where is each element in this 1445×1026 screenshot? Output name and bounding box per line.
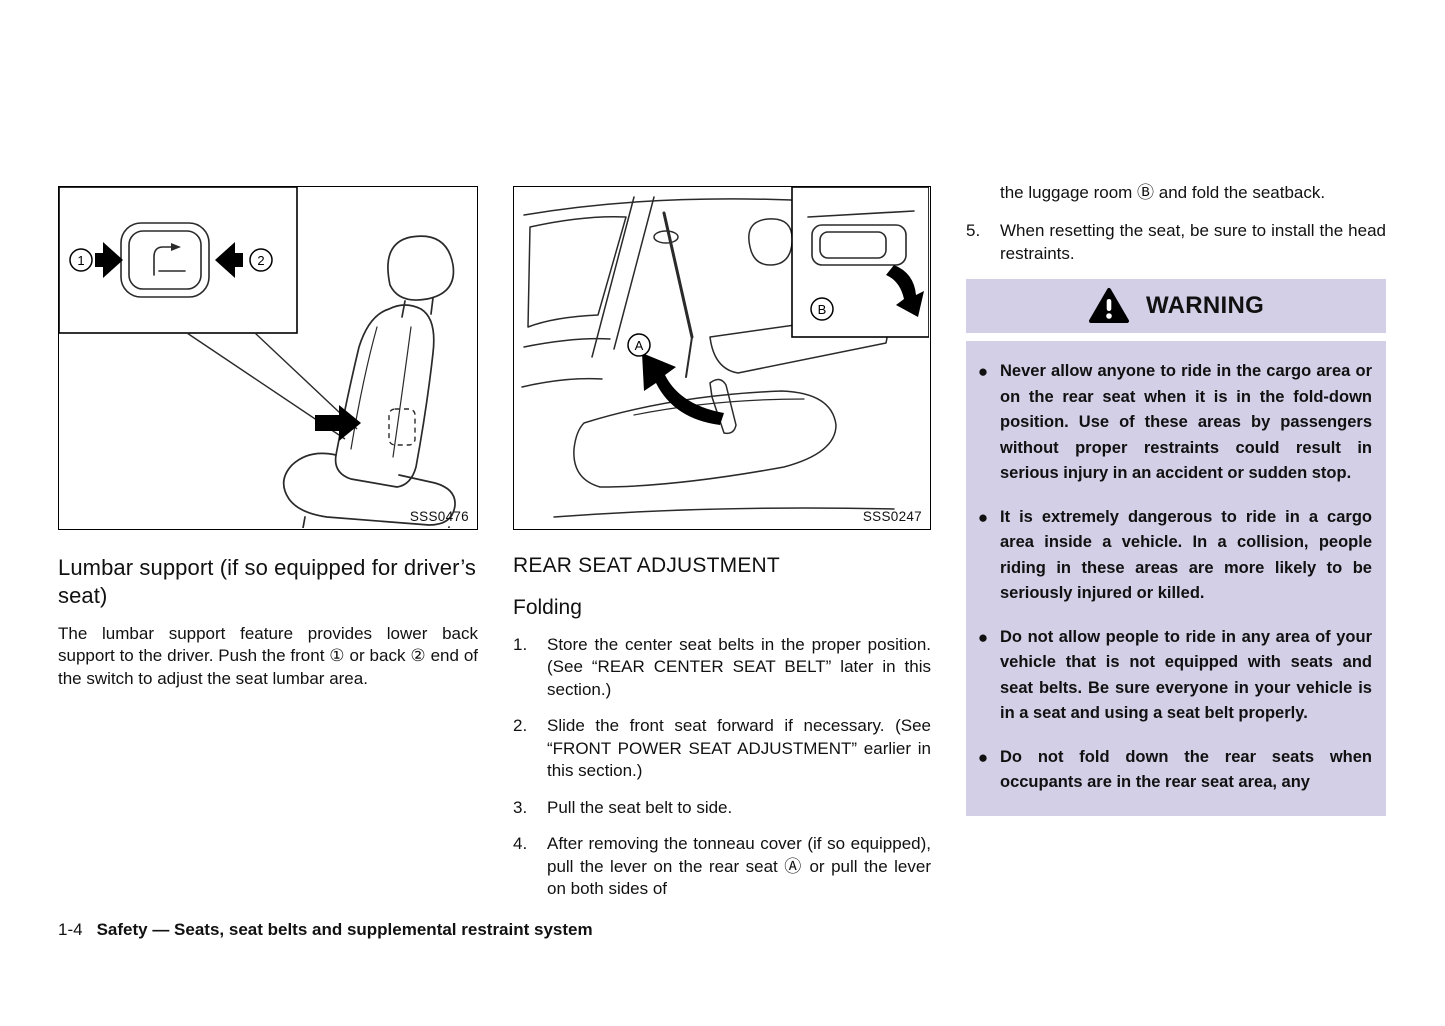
callout-1-badge: 1	[77, 253, 84, 268]
left-column: 1 2 SSS0476 Lumbar support (if so equipp…	[58, 186, 478, 690]
bullet-icon: ●	[977, 627, 989, 647]
fold-arrow-icon	[642, 353, 724, 425]
lever-arrow-icon	[886, 265, 924, 317]
warning-icon	[1088, 288, 1129, 324]
step-number: 2.	[513, 716, 528, 736]
step-1: 1. Store the center seat belts in the pr…	[513, 634, 931, 701]
footer-section-title: Safety — Seats, seat belts and supplemen…	[96, 920, 593, 939]
step-text: Slide the front seat forward if necessar…	[547, 716, 931, 781]
bullet-icon: ●	[977, 507, 989, 527]
step-2: 2. Slide the front seat forward if neces…	[513, 715, 931, 782]
page-footer: 1-4 Safety — Seats, seat belts and supple…	[58, 920, 593, 940]
warning-bullet-4: ● Do not fold down the rear seats when o…	[966, 745, 1372, 796]
lumbar-support-paragraph: The lumbar support feature provides lowe…	[58, 624, 478, 688]
bullet-icon: ●	[977, 362, 989, 382]
warning-text: Never allow anyone to ride in the cargo …	[1000, 362, 1372, 483]
warning-text: Do not fold down the rear seats when occ…	[1000, 747, 1372, 792]
arrow-front-icon	[95, 242, 123, 278]
step-number: 5.	[966, 221, 981, 241]
figure-code: SSS0476	[409, 509, 469, 524]
step-number: 1.	[513, 635, 528, 654]
rear-seat-adjustment-heading: REAR SEAT ADJUSTMENT	[513, 554, 780, 577]
rear-seat-figure: A B SSS0247	[513, 186, 931, 530]
interior-line-art	[521, 196, 895, 518]
step-text: Pull the seat belt to side.	[547, 797, 733, 817]
step-4: 4. After removing the tonneau cover (if …	[513, 833, 931, 900]
warning-bullet-3: ● Do not allow people to ride in any are…	[966, 625, 1372, 727]
rear-seat-figure-art: A B	[521, 186, 930, 518]
lumbar-support-heading: Lumbar support (if so equipped for drive…	[58, 555, 477, 608]
step-3: 3. Pull the seat belt to side.	[513, 797, 931, 819]
folding-subheading: Folding	[513, 596, 582, 619]
arrow-back-icon	[215, 242, 243, 278]
bullet-icon: ●	[977, 747, 989, 767]
step-5: 5. When resetting the seat, be sure to i…	[966, 220, 1386, 265]
lumbar-arrow-icon	[315, 405, 361, 441]
figure-code: SSS0247	[862, 509, 922, 524]
seat-line-art	[282, 235, 456, 548]
warning-text: It is extremely dangerous to ride in a c…	[1000, 507, 1372, 603]
warning-title: WARNING	[1145, 292, 1265, 320]
middle-column: A B SSS0247 REAR SEAT ADJUSTMENT Folding…	[513, 186, 931, 914]
warning-bullet-2: ● It is extremely dangerous to ride in a…	[966, 505, 1372, 607]
lumbar-support-figure-art: 1 2	[58, 186, 456, 548]
warning-bullet-1: ● Never allow anyone to ride in the carg…	[966, 359, 1372, 487]
step-text: Store the center seat belts in the prope…	[547, 635, 931, 699]
callout-2-badge: 2	[257, 253, 264, 268]
right-column: the luggage room Ⓑ and fold the seatback…	[966, 182, 1386, 816]
step-text: When resetting the seat, be sure to inst…	[1000, 221, 1386, 263]
step-number: 3.	[513, 797, 528, 817]
warning-header: WARNING	[966, 279, 1386, 334]
page-number: 1-4	[58, 920, 83, 939]
step-number: 4.	[513, 834, 528, 854]
warning-text: Do not allow people to ride in any area …	[1000, 627, 1372, 723]
lumbar-support-figure: 1 2 SSS0476	[58, 186, 478, 548]
step-text: After removing the tonneau cover (if so …	[547, 834, 931, 898]
callout-a-badge: A	[635, 338, 644, 353]
warning-body: ● Never allow anyone to ride in the carg…	[966, 341, 1386, 816]
callout-b-badge: B	[818, 302, 827, 317]
step-4-continuation: the luggage room Ⓑ and fold the seatback…	[1000, 183, 1326, 202]
